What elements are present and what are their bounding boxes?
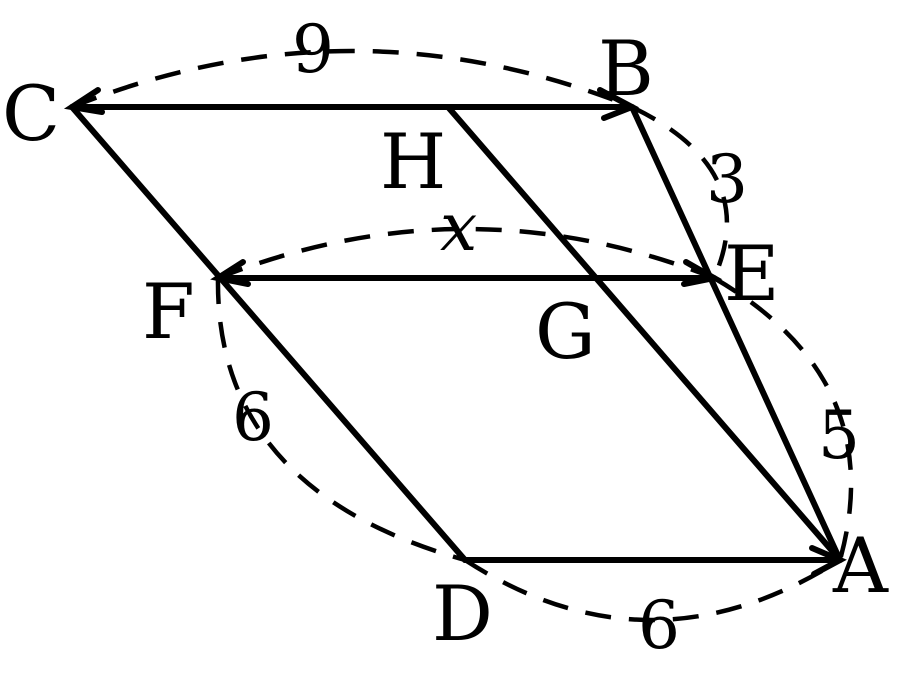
segment-HA xyxy=(445,104,843,563)
label-G: G xyxy=(535,287,596,376)
measurement-arcs xyxy=(71,48,854,623)
arrowheads xyxy=(63,87,847,577)
arrowhead-E xyxy=(681,259,723,287)
label-H: H xyxy=(380,117,446,206)
arc-EA xyxy=(712,276,854,561)
measure-DA: 6 xyxy=(638,587,680,664)
measure-labels: 9 3 x 5 6 6 xyxy=(232,11,860,664)
arrowhead-B xyxy=(597,87,640,121)
arc-CB xyxy=(71,48,633,110)
arc-BE xyxy=(631,104,730,279)
label-A: A xyxy=(832,521,889,610)
segment-CD xyxy=(69,104,468,563)
segment-BA xyxy=(629,104,843,563)
label-B: B xyxy=(598,24,654,113)
label-C: C xyxy=(2,69,60,158)
vertex-labels: C B H E F G D A xyxy=(2,24,889,658)
measure-FD: 6 xyxy=(232,379,274,456)
arrowhead-A xyxy=(809,545,847,577)
measure-EA: 5 xyxy=(818,397,860,474)
measure-BE: 3 xyxy=(706,141,748,218)
arc-FD xyxy=(215,277,466,563)
arrowhead-F xyxy=(210,259,251,287)
measure-FE: x xyxy=(440,189,477,266)
segments xyxy=(69,104,843,563)
label-E: E xyxy=(724,229,779,318)
arrowhead-C xyxy=(63,87,105,115)
label-D: D xyxy=(432,569,493,658)
measure-CB: 9 xyxy=(292,11,334,88)
arc-DA xyxy=(463,558,842,623)
label-F: F xyxy=(142,267,195,356)
